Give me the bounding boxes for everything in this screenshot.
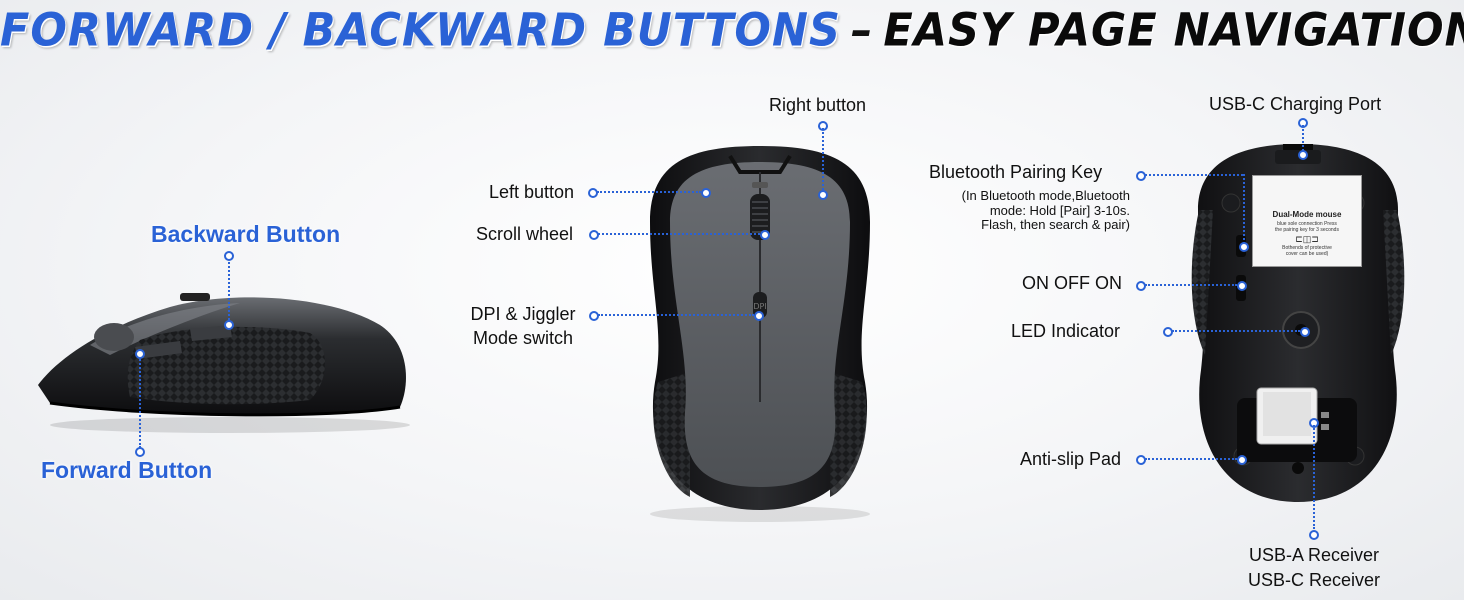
sticker-title: Dual-Mode mouse xyxy=(1272,210,1342,219)
scroll-wheel-label-dot xyxy=(589,230,599,240)
power-switch-label-dot xyxy=(1136,281,1146,291)
bluetooth-key-dot xyxy=(1239,242,1249,252)
bluetooth-note-line3: Flash, then search & pair) xyxy=(981,217,1130,232)
usb-c-port-label: USB-C Charging Port xyxy=(1209,94,1382,114)
scroll-wheel-dot xyxy=(760,230,770,240)
forward-button-dot xyxy=(135,349,145,359)
title-separator: – xyxy=(850,4,874,58)
backward-button-dot xyxy=(224,320,234,330)
anti-slip-pad-leader-line xyxy=(1145,458,1237,460)
scroll-wheel-leader-line xyxy=(598,233,760,235)
page-title: FORWARD / BACKWARD BUTTONS–EASY PAGE NAV… xyxy=(0,5,1464,58)
dpi-switch-dot xyxy=(754,311,764,321)
sticker-text-1: blue sole connection Press xyxy=(1277,221,1337,227)
scroll-wheel-label: Scroll wheel xyxy=(476,224,574,244)
svg-text:DPI: DPI xyxy=(753,302,766,311)
power-switch-label: ON OFF ON xyxy=(1022,273,1122,293)
left-button-dot xyxy=(701,188,711,198)
anti-slip-pad-dot xyxy=(1237,455,1247,465)
dpi-switch-label-dot xyxy=(589,311,599,321)
bluetooth-note-line1: (In Bluetooth mode,Bluetooth xyxy=(961,188,1130,203)
usb-c-port-leader-line xyxy=(1302,125,1304,151)
usb-c-receiver-label: USB-C Receiver xyxy=(1247,570,1381,590)
left-button-label-dot xyxy=(588,188,598,198)
bluetooth-note-line2: mode: Hold [Pair] 3-10s. xyxy=(989,203,1130,218)
usb-c-port-dot xyxy=(1298,150,1308,160)
top-view-mouse-image: DPI xyxy=(650,146,870,522)
dpi-switch-label-line2: Mode switch xyxy=(472,328,574,348)
forward-leader-line xyxy=(139,356,141,448)
led-indicator-dot xyxy=(1300,327,1310,337)
receiver-label-dot xyxy=(1309,530,1319,540)
right-button-leader-line xyxy=(822,128,824,190)
dpi-switch-leader-line xyxy=(598,314,754,316)
left-button-label: Left button xyxy=(489,182,575,202)
backward-label-dot xyxy=(224,251,234,261)
dual-mode-sticker: Dual-Mode mouse blue sole connection Pre… xyxy=(1252,175,1362,267)
side-view-mouse-image xyxy=(38,293,410,433)
usb-a-receiver-label: USB-A Receiver xyxy=(1248,545,1380,565)
sticker-icon: ⊏◫⊐ xyxy=(1295,234,1319,244)
backward-leader-line xyxy=(228,258,230,324)
title-blue-part: FORWARD / BACKWARD BUTTONS xyxy=(0,4,841,58)
sticker-text-3: Bothends of protective xyxy=(1282,245,1332,251)
anti-slip-pad-label: Anti-slip Pad xyxy=(1020,449,1122,469)
led-indicator-label: LED Indicator xyxy=(1011,321,1121,341)
title-black-part: EASY PAGE NAVIGATION xyxy=(883,4,1464,58)
sticker-text-2: the pairing key for 3 seconds xyxy=(1275,227,1339,233)
sticker-text-4: cover can be used) xyxy=(1285,251,1329,257)
bluetooth-key-label: Bluetooth Pairing Key xyxy=(929,162,1103,182)
forward-label-dot xyxy=(135,447,145,457)
power-switch-dot xyxy=(1237,281,1247,291)
right-button-dot xyxy=(818,190,828,200)
left-button-leader-line xyxy=(597,191,701,193)
bluetooth-key-label-dot xyxy=(1136,171,1146,181)
bluetooth-key-leader-h xyxy=(1145,174,1243,176)
forward-button-label: Forward Button xyxy=(41,457,213,483)
backward-button-label: Backward Button xyxy=(151,221,341,247)
led-indicator-leader-line xyxy=(1172,330,1300,332)
right-button-label: Right button xyxy=(769,95,867,115)
receiver-leader-line xyxy=(1313,425,1315,529)
power-switch-leader-line xyxy=(1145,284,1237,286)
dpi-switch-label-line1: DPI & Jiggler xyxy=(470,304,576,324)
anti-slip-pad-label-dot xyxy=(1136,455,1146,465)
led-indicator-label-dot xyxy=(1163,327,1173,337)
bluetooth-key-leader-v xyxy=(1243,174,1245,244)
